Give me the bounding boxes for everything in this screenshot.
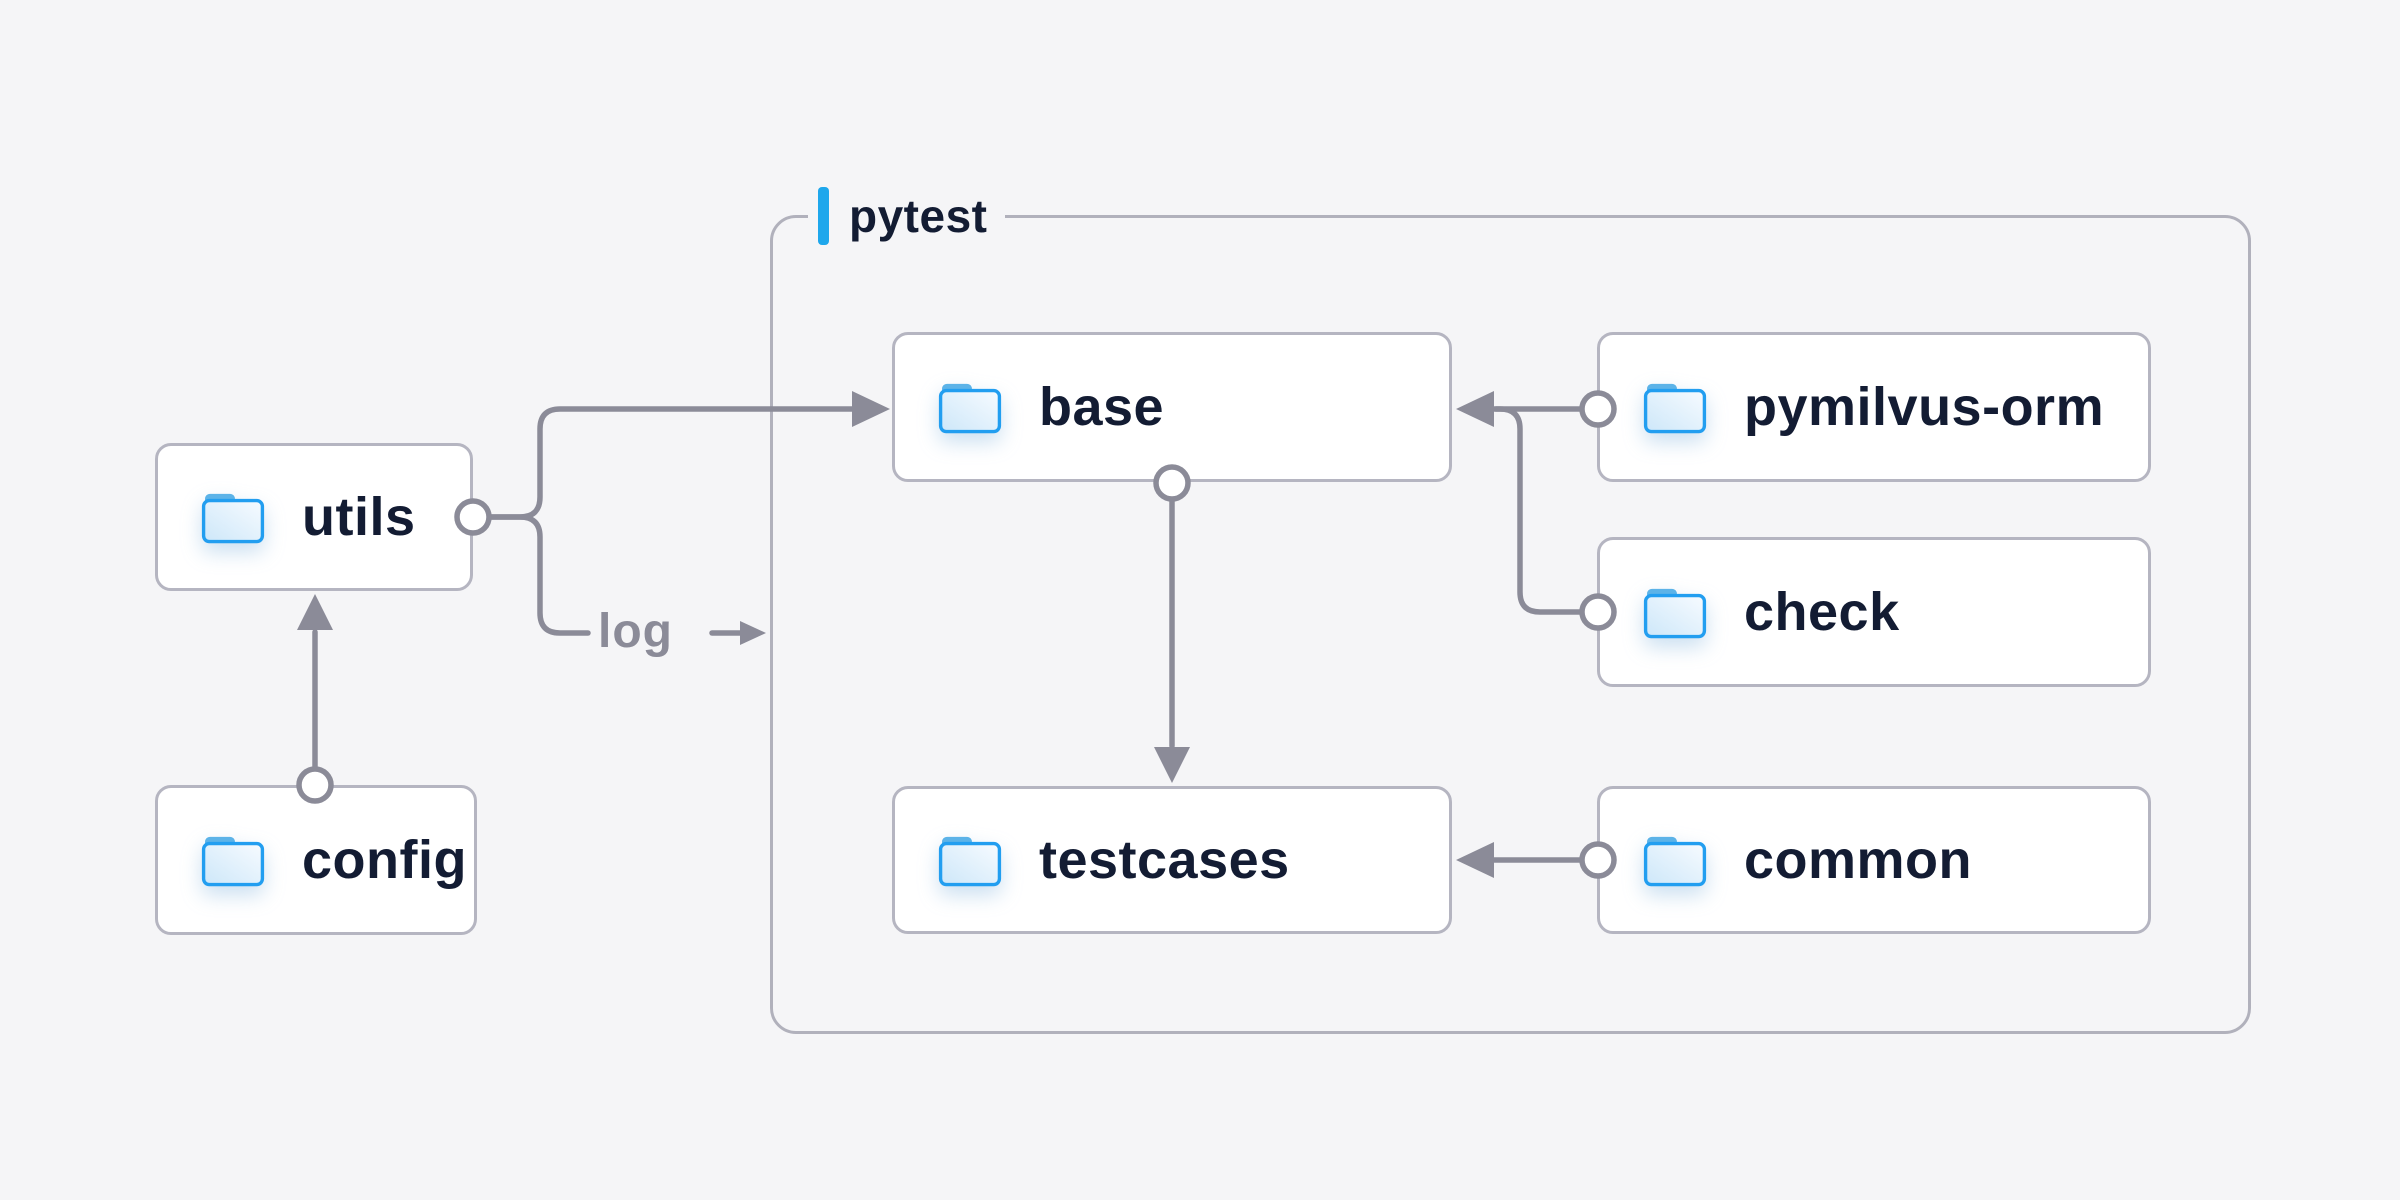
folder-icon [938, 836, 1002, 887]
node-utils: utils [155, 443, 473, 591]
pytest-container [770, 215, 2251, 1034]
node-label: utils [302, 487, 416, 547]
folder-icon [1643, 836, 1707, 887]
folder-icon [938, 383, 1002, 434]
edge-utils-log [488, 514, 591, 636]
arrowhead-into-utils [297, 594, 333, 630]
arrowhead-log [740, 621, 766, 645]
folder-icon [1643, 588, 1707, 639]
node-common: common [1597, 786, 2151, 934]
node-check: check [1597, 537, 2151, 687]
folder-icon [201, 493, 265, 544]
log-label: log [598, 605, 673, 658]
node-config: config [155, 785, 477, 935]
pytest-container-label: pytest [808, 185, 1006, 247]
node-label: check [1744, 582, 1900, 642]
node-label: common [1744, 830, 1973, 890]
folder-icon [201, 836, 265, 887]
node-testcases: testcases [892, 786, 1452, 934]
pytest-title: pytest [849, 190, 988, 242]
node-base: base [892, 332, 1452, 482]
node-label: base [1039, 377, 1165, 437]
node-label: pymilvus-orm [1744, 377, 2105, 437]
node-label: config [302, 830, 467, 890]
folder-icon [1643, 383, 1707, 434]
blue-accent-bar [818, 187, 829, 245]
node-pymilvus-orm: pymilvus-orm [1597, 332, 2151, 482]
node-label: testcases [1039, 830, 1290, 890]
